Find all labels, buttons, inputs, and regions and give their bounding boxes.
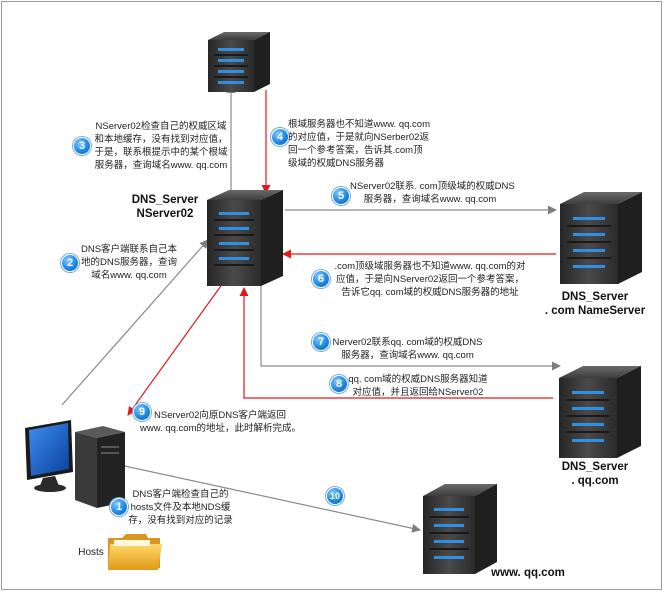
step-badge-1: 1: [110, 498, 128, 516]
step-1-line-2: hosts文件及本地NDS缓: [130, 502, 231, 513]
step-1-line-3: 存，没有找到对应的记录: [128, 515, 233, 526]
step-badge-5: 5: [332, 187, 350, 205]
step-2-line-2: 地的DNS服务器，查询: [80, 257, 178, 268]
step-7-line-1: Nerver02联系qq. com域的权威DNS: [332, 337, 483, 348]
qq-server-label-line1: DNS_Server: [561, 461, 629, 473]
root-server-icon: [208, 32, 270, 92]
step-text-4: 根域服务器也不知道www. qq.com 的对应值，于是就向NSerber02返…: [288, 118, 438, 170]
step-badge-4: 4: [271, 128, 289, 146]
step-text-6: .com顶级域服务器也不知道www. qq.com的对 应值，于是向NServe…: [330, 260, 530, 299]
client-computer-icon: [25, 420, 125, 508]
www-server-icon: [423, 484, 497, 574]
arrow-nserver02-to-qq: [260, 286, 561, 371]
step-3-line-1: NServer02检查自己的权威区域: [95, 121, 227, 132]
step-9-line-1: NServer02向原DNS客户端返回: [154, 410, 286, 421]
arrow-nserver02-to-client: [127, 282, 224, 416]
step-badge-2: 2: [61, 254, 79, 272]
step-3-line-3: 于是，联系根提示中的某个根域: [94, 147, 228, 158]
qq-server-label-line2: . qq.com: [571, 475, 619, 487]
step-text-1: DNS客户端检查自己的 hosts文件及本地NDS缓 存，没有找到对应的记录: [128, 488, 233, 527]
nserver02-label-line1: DNS_Server: [131, 194, 199, 206]
step-badge-10: 10: [326, 487, 344, 505]
com-server-label: DNS_Server . com NameServer: [535, 290, 655, 318]
nserver02-server-icon: [207, 190, 283, 286]
step-badge-3: 3: [73, 137, 91, 155]
arrow-client-to-nserver02: [61, 239, 209, 406]
qq-server-label: DNS_Server . qq.com: [540, 460, 650, 488]
step-6-line-2: 应值，于是向NServer02返回一个参考答案，: [336, 274, 524, 285]
com-server-icon: [560, 192, 642, 284]
step-2-line-3: 域名www. qq.com: [91, 270, 167, 281]
step-badge-9: 9: [133, 403, 151, 421]
nserver02-label: DNS_Server NServer02: [110, 193, 220, 221]
step-8-line-2: 对应值，并且返回给NServer02: [352, 387, 484, 398]
step-9-line-2: www. qq.com的地址，此时解析完成。: [140, 423, 301, 434]
step-badge-6: 6: [312, 270, 330, 288]
step-text-9: NServer02向原DNS客户端返回 www. qq.com的地址，此时解析完…: [140, 409, 301, 435]
step-1-line-1: DNS客户端检查自己的: [132, 489, 229, 500]
step-2-line-1: DNS客户端联系自己本: [80, 244, 178, 255]
step-text-5: NServer02联系. com顶级域的权威DNS 服务器，查询域名www. q…: [350, 180, 515, 206]
com-server-label-line2: . com NameServer: [544, 305, 646, 317]
step-4-line-4: 级域的权威DNS服务器: [288, 158, 385, 169]
step-text-8: qq. com域的权威DNS服务器知道 对应值，并且返回给NServer02: [348, 373, 488, 399]
step-4-line-3: 回一个参考答案，告诉其.com顶: [288, 145, 423, 156]
step-5-line-1: NServer02联系. com顶级域的权威DNS: [350, 181, 515, 192]
step-3-line-2: 和本地缓存，没有找到对应值，: [94, 134, 228, 145]
step-badge-8: 8: [330, 375, 348, 393]
step-8-line-1: qq. com域的权威DNS服务器知道: [348, 374, 488, 385]
www-server-label: www. qq.com: [491, 567, 565, 579]
nserver02-label-line2: NServer02: [136, 208, 194, 220]
hosts-folder-icon: [108, 534, 162, 570]
qq-server-icon: [559, 366, 641, 458]
step-6-line-1: .com顶级域服务器也不知道www. qq.com的对: [334, 261, 526, 272]
step-badge-7: 7: [312, 333, 330, 351]
hosts-label: Hosts: [78, 547, 104, 558]
com-server-label-line1: DNS_Server: [561, 291, 629, 303]
arrow-client-to-www: [119, 464, 421, 533]
step-text-2: DNS客户端联系自己本 地的DNS服务器，查询 域名www. qq.com: [79, 243, 179, 282]
step-6-line-3: 告诉它qq. com域的权威DNS服务器的地址: [341, 287, 519, 298]
step-4-line-2: 的对应值，于是就向NSerber02返: [288, 132, 429, 143]
step-5-line-2: 服务器，查询域名www. qq.com: [363, 194, 497, 205]
step-4-line-1: 根域服务器也不知道www. qq.com: [288, 119, 430, 130]
step-text-3: NServer02检查自己的权威区域 和本地缓存，没有找到对应值， 于是，联系根…: [91, 120, 231, 172]
step-3-line-4: 服务器，查询域名www. qq.com: [94, 160, 228, 171]
step-7-line-2: 服务器，查询域名www. qq.com: [341, 350, 474, 361]
step-text-7: Nerver02联系qq. com域的权威DNS 服务器，查询域名www. qq…: [330, 336, 485, 362]
arrow-qq-to-nserver02: [239, 287, 553, 399]
